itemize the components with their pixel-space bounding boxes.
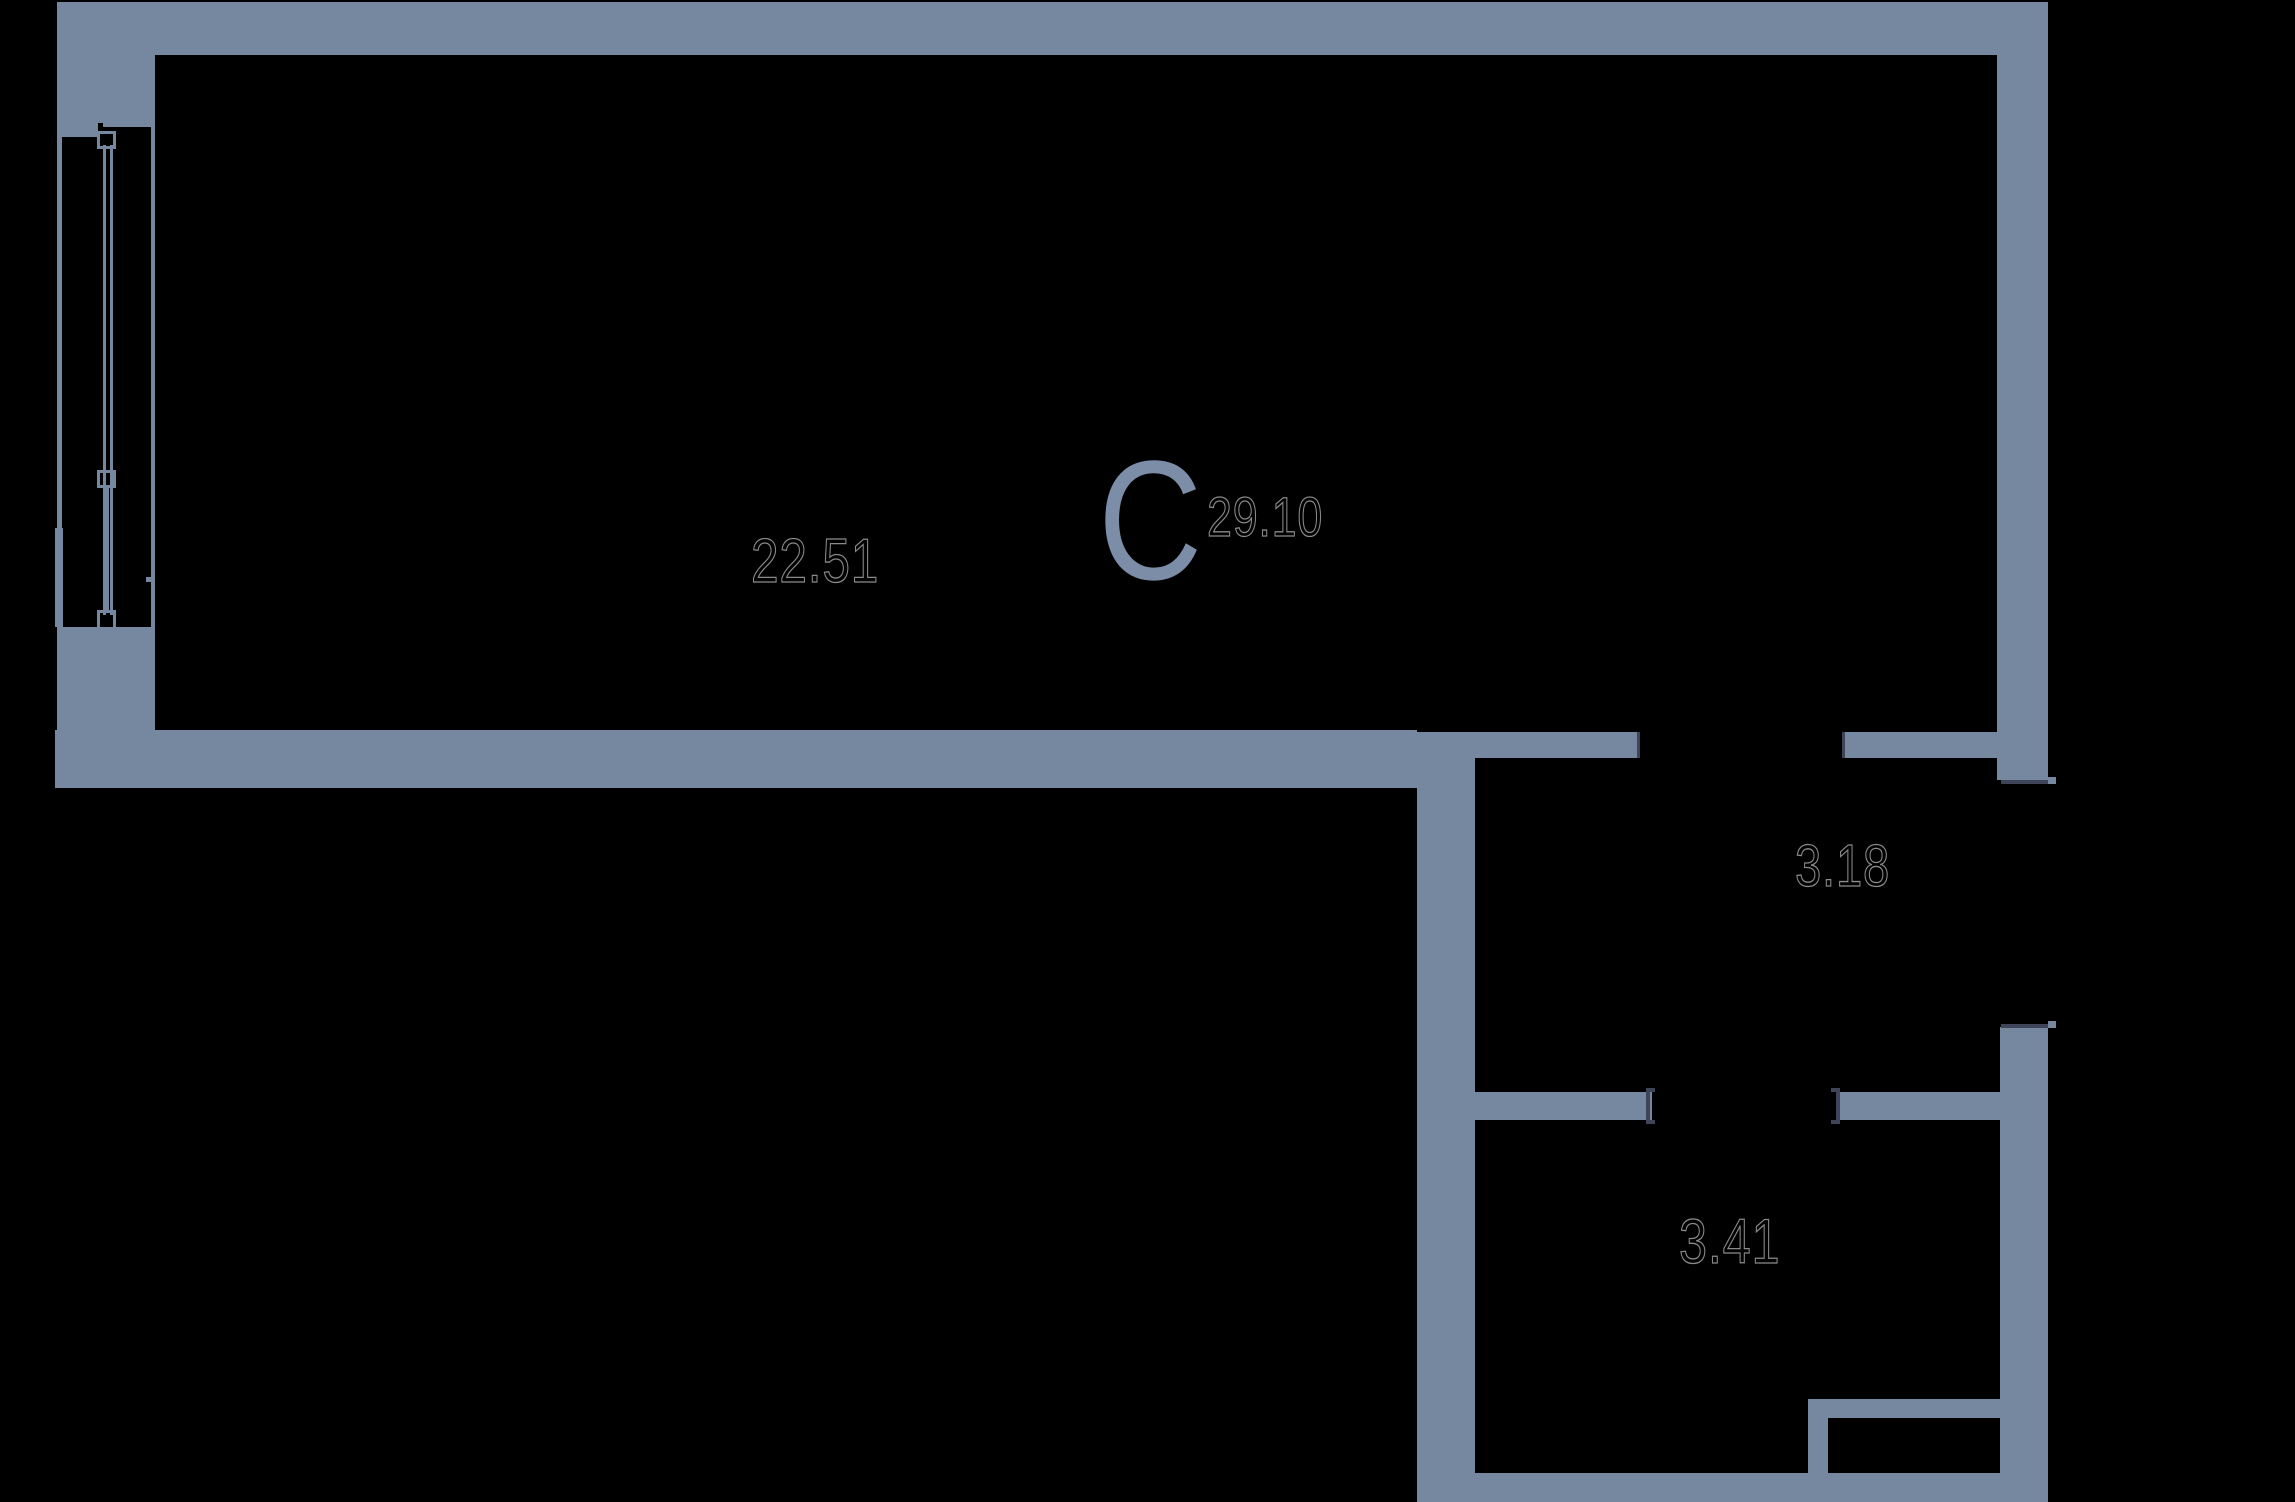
wall-left-top-column [57, 2, 155, 123]
wall-bottom-main-room [55, 730, 1417, 788]
hall-area-label: 3.18 [1794, 833, 1891, 899]
window-glazing-line-sash [106, 487, 109, 610]
window-frame-block-bottom [97, 610, 116, 632]
window-glazing-line-outer [103, 145, 106, 615]
window-sill-tick [146, 577, 152, 582]
wall-right-lower [2000, 1027, 2048, 1502]
window-outer-edge-line [57, 137, 62, 528]
window-niche-line-inner [151, 123, 155, 637]
wall-right-upper [1997, 2, 2048, 780]
opening-tick-right-lower [2048, 1021, 2056, 1028]
wall-bottom-bathroom [1417, 1473, 2048, 1502]
door-jamb-left-vertical [1646, 1088, 1650, 1124]
opening-line-right-lower [2001, 1024, 2048, 1028]
wall-hall-bath-left [1475, 1092, 1652, 1120]
window-glazing-line-inner [110, 145, 113, 615]
wall-top [57, 2, 2048, 55]
door-jamb-left-serif-bottom [1646, 1120, 1655, 1124]
door-edge-main-right [1842, 732, 1845, 758]
door-jamb-right-serif-bottom [1831, 1120, 1840, 1124]
unit-area-label: 29.10 [1206, 485, 1324, 548]
bathroom-area-label: 3.41 [1678, 1207, 1781, 1277]
wall-left-column-extension [57, 123, 98, 137]
window-frame-block-top [97, 131, 116, 149]
wall-hall-bath-right [1838, 1092, 2000, 1120]
door-jamb-left-serif-top [1646, 1088, 1655, 1092]
window-outer-edge-thick [55, 528, 63, 627]
unit-letter-label: C [1098, 426, 1203, 616]
wall-interior-vertical [1417, 732, 1475, 1502]
wall-thin-main-hall-right [1845, 732, 1997, 758]
window-frame-block-middle [97, 470, 116, 488]
door-edge-main-left [1637, 732, 1640, 758]
duct-wall-vertical [1808, 1399, 1828, 1473]
duct-wall-horizontal [1808, 1399, 2000, 1418]
living-room-area-label: 22.51 [750, 527, 880, 596]
opening-tick-right-upper [2048, 777, 2056, 784]
wall-thin-main-hall-left [1475, 732, 1637, 758]
door-jamb-right-vertical [1836, 1088, 1840, 1124]
opening-line-right-upper [2001, 780, 2048, 784]
door-jamb-right-serif-top [1831, 1088, 1840, 1092]
window-niche-line-top [103, 123, 155, 127]
